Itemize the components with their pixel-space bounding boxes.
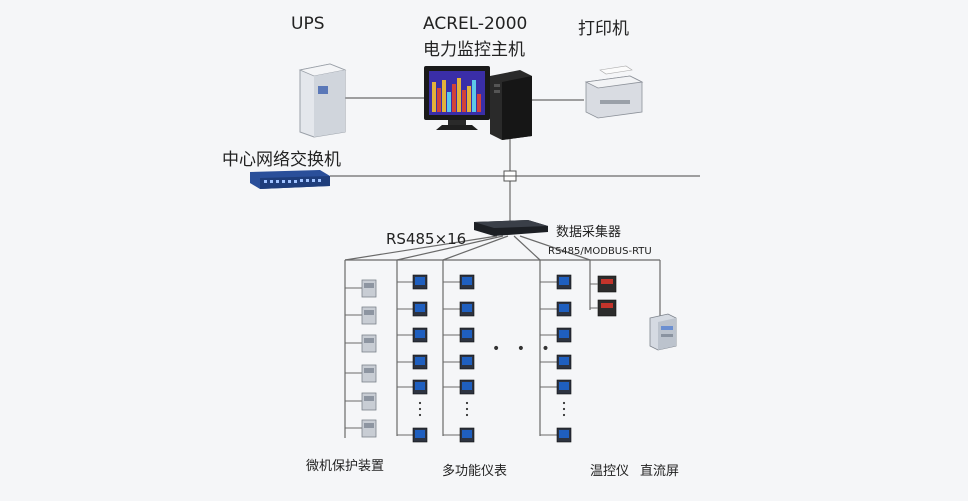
meter-device	[540, 379, 572, 395]
data-collector-device	[474, 220, 548, 236]
meter-device	[397, 354, 428, 370]
vertical-ellipsis-dot	[465, 407, 469, 411]
protection-device	[345, 364, 377, 383]
meter-device	[443, 354, 475, 370]
monitor-device	[424, 66, 490, 130]
temp-group-label: 温控仪	[590, 464, 630, 479]
vertical-ellipsis-dot	[418, 407, 422, 411]
meter-device	[540, 301, 572, 317]
switch-label: 中心网络交换机	[222, 150, 341, 170]
meter-device	[540, 354, 572, 370]
dc-group-label: 直流屏	[640, 464, 680, 479]
collector-label: 数据采集器	[556, 225, 622, 240]
protection-device	[345, 334, 377, 353]
meter-device	[443, 327, 475, 343]
protection-device	[345, 306, 377, 325]
meter-device	[397, 427, 428, 443]
tower-pc-device	[490, 70, 532, 140]
meter-device	[443, 274, 475, 290]
fanout-line	[344, 235, 498, 261]
temperature-controller-group	[590, 275, 617, 317]
fanout-line	[519, 235, 591, 261]
meters-group-label: 多功能仪表	[442, 464, 508, 479]
meter-device	[397, 301, 428, 317]
meter-device	[397, 379, 428, 395]
vertical-ellipsis-dot	[465, 401, 469, 405]
meter-device-columns	[397, 274, 572, 443]
ups-device	[298, 63, 347, 138]
protocol-label: RS485/MODBUS-RTU	[548, 246, 652, 257]
meter-device	[540, 427, 572, 443]
fanout-line	[396, 235, 504, 261]
printer-device	[584, 65, 644, 119]
host-title: ACREL-2000	[423, 14, 528, 34]
horizontal-ellipsis: • • •	[492, 341, 556, 357]
dc-cabinet-device	[649, 313, 677, 351]
rs485-port-label: RS485×16	[386, 230, 467, 248]
fanout-line	[513, 235, 541, 261]
meter-device	[540, 274, 572, 290]
connection-lines	[330, 97, 700, 438]
protection-device	[345, 392, 377, 411]
printer-label: 打印机	[578, 19, 629, 39]
protection-device	[345, 419, 377, 438]
meter-device	[443, 379, 475, 395]
protection-device-column	[345, 279, 377, 438]
vertical-ellipsis-dot	[562, 413, 566, 417]
meter-device	[397, 274, 428, 290]
fanout-line	[442, 235, 509, 261]
host-subtitle: 电力监控主机	[423, 40, 525, 60]
meter-device	[443, 301, 475, 317]
monitor-screen-bars	[432, 78, 481, 112]
vertical-ellipsis-dot	[562, 407, 566, 411]
vertical-ellipsis-dot	[418, 413, 422, 417]
meter-device	[540, 327, 572, 343]
meter-device	[397, 327, 428, 343]
vertical-ellipsis-dot	[562, 401, 566, 405]
vertical-ellipsis-dot	[418, 401, 422, 405]
vertical-ellipsis-dot	[465, 413, 469, 417]
protection-group-label: 微机保护装置	[306, 459, 385, 474]
network-switch-device	[250, 170, 330, 189]
ups-label: UPS	[291, 14, 325, 34]
protection-device	[345, 279, 377, 298]
meter-device	[443, 427, 475, 443]
